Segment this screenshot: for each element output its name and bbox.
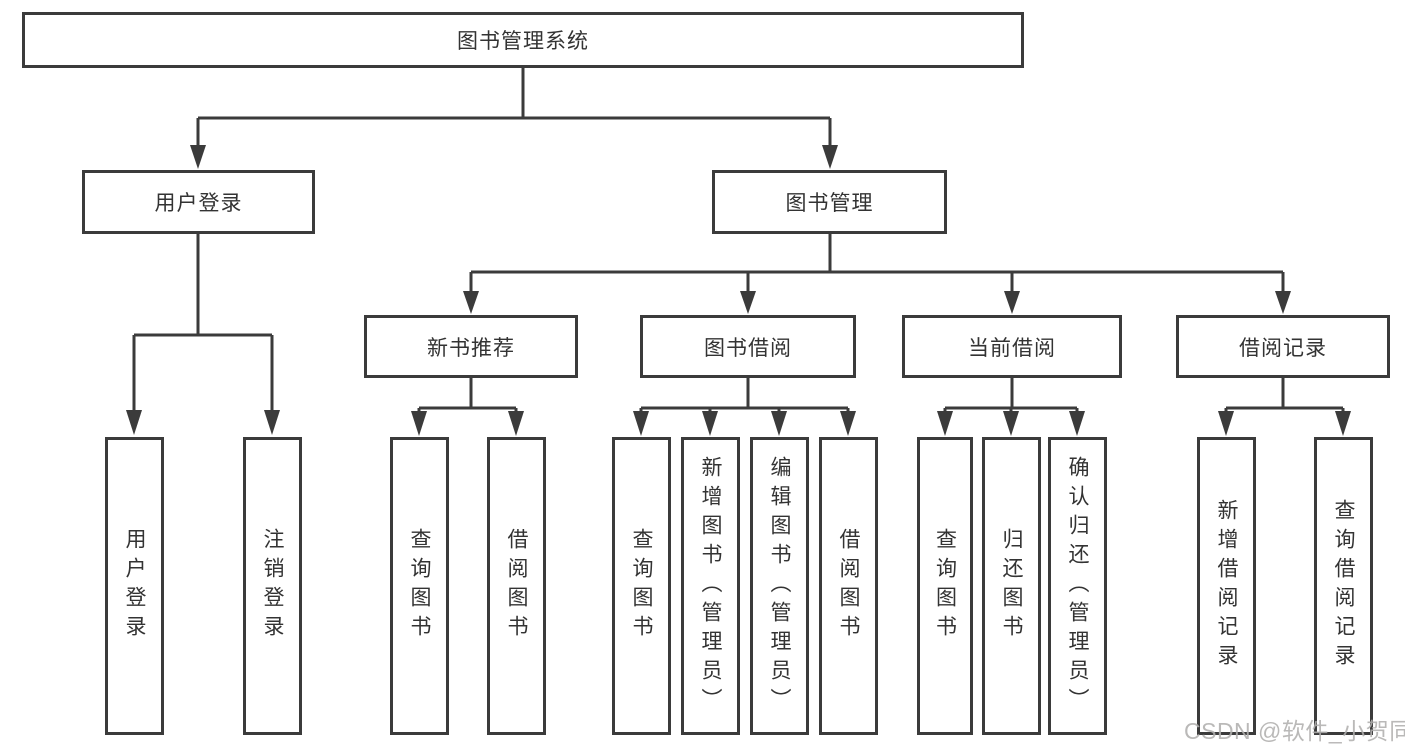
arrowhead-icon — [1069, 411, 1085, 436]
node-user-login: 用户登录 — [82, 170, 315, 234]
node-user-login-label: 用户登录 — [154, 192, 243, 215]
leaf-recommend-borrow-books: 借阅图书 — [487, 437, 546, 735]
leaf-return-books: 归还图书 — [982, 437, 1041, 735]
node-book-borrow-label: 图书借阅 — [704, 336, 792, 360]
leaf-recommend-query-books: 查询图书 — [390, 437, 449, 735]
leaf-recommend-query-books-label: 查询图书 — [408, 528, 431, 644]
node-book-management-label: 图书管理 — [785, 192, 874, 215]
arrowhead-icon — [411, 411, 427, 436]
node-current-borrow: 当前借阅 — [902, 315, 1122, 378]
leaf-add-borrow-record-label: 新增借阅记录 — [1215, 499, 1238, 673]
leaf-confirm-return-admin-label: 确认归还（管理员） — [1066, 455, 1089, 717]
leaf-borrow-query-books-label: 查询图书 — [630, 528, 653, 644]
arrowhead-icon — [740, 291, 756, 314]
node-root-label: 图书管理系统 — [457, 30, 589, 53]
leaf-lend-books-label: 借阅图书 — [837, 528, 860, 644]
leaf-query-borrow-record-label: 查询借阅记录 — [1332, 499, 1355, 673]
arrowheads — [126, 145, 1351, 436]
arrowhead-icon — [633, 411, 649, 436]
node-root: 图书管理系统 — [22, 12, 1024, 68]
leaf-current-query-books-label: 查询图书 — [933, 528, 957, 644]
arrowhead-icon — [702, 411, 718, 436]
arrowhead-icon — [126, 410, 142, 435]
leaf-add-books-admin: 新增图书（管理员） — [681, 437, 740, 735]
arrowhead-icon — [264, 410, 280, 435]
leaf-return-books-label: 归还图书 — [1000, 528, 1023, 644]
node-book-management: 图书管理 — [712, 170, 947, 234]
leaf-logout: 注销登录 — [243, 437, 302, 735]
csdn-watermark: CSDN @软件_小贺同学 — [1184, 718, 1405, 744]
leaf-edit-books-admin-label: 编辑图书（管理员） — [768, 455, 791, 717]
node-new-book-recommend-label: 新书推荐 — [427, 336, 515, 360]
arrowhead-icon — [822, 145, 838, 169]
leaf-lend-books: 借阅图书 — [819, 437, 878, 735]
arrowhead-icon — [508, 411, 524, 436]
leaf-confirm-return-admin: 确认归还（管理员） — [1048, 437, 1107, 735]
arrowhead-icon — [463, 291, 479, 314]
node-book-borrow: 图书借阅 — [640, 315, 856, 378]
node-new-book-recommend: 新书推荐 — [364, 315, 578, 378]
leaf-add-books-admin-label: 新增图书（管理员） — [699, 455, 722, 717]
leaf-add-borrow-record: 新增借阅记录 — [1197, 437, 1256, 735]
arrowhead-icon — [840, 411, 856, 436]
arrowhead-icon — [1335, 411, 1351, 436]
leaf-user-login: 用户登录 — [105, 437, 164, 735]
leaf-borrow-query-books: 查询图书 — [612, 437, 671, 735]
node-borrow-records-label: 借阅记录 — [1239, 336, 1327, 360]
node-current-borrow-label: 当前借阅 — [968, 336, 1056, 360]
arrowhead-icon — [190, 145, 206, 169]
arrowhead-icon — [1218, 411, 1234, 436]
leaf-query-borrow-record: 查询借阅记录 — [1314, 437, 1373, 735]
arrowhead-icon — [771, 411, 787, 436]
arrowhead-icon — [1004, 291, 1020, 314]
leaf-current-query-books: 查询图书 — [917, 437, 973, 735]
leaf-logout-label: 注销登录 — [261, 528, 284, 644]
node-borrow-records: 借阅记录 — [1176, 315, 1390, 378]
leaf-user-login-label: 用户登录 — [123, 528, 146, 644]
leaf-recommend-borrow-books-label: 借阅图书 — [505, 528, 528, 644]
arrowhead-icon — [1003, 411, 1019, 436]
arrowhead-icon — [1275, 291, 1291, 314]
arrowhead-icon — [937, 411, 953, 436]
leaf-edit-books-admin: 编辑图书（管理员） — [750, 437, 809, 735]
